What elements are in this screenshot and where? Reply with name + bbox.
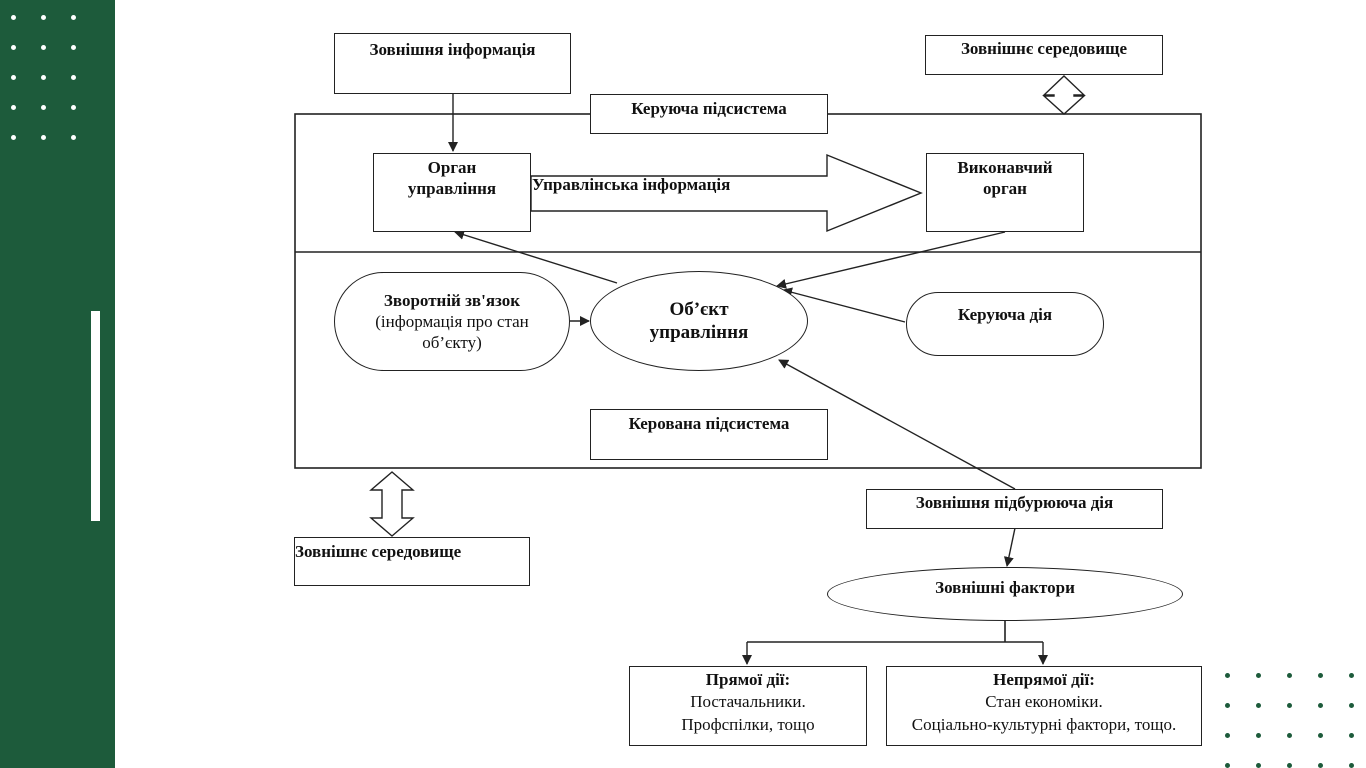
decorative-dot [1318, 703, 1323, 708]
decorative-dot [11, 15, 16, 20]
feedback-shape: Зворотній зв'язок (інформація про стан о… [334, 272, 570, 371]
arrow-object-to-control-body [454, 229, 618, 284]
decorative-dot [11, 105, 16, 110]
control-object-line-1: Об’єкт [669, 299, 729, 320]
indirect-factors-line-2: Соціально-культурні фактори, тощо. [911, 715, 1177, 734]
managed-subsystem-box: Керована підсистема [590, 409, 828, 460]
decorative-dot [41, 135, 46, 140]
decorative-dot [1318, 763, 1323, 768]
decorative-dot [11, 135, 16, 140]
external-factors-label: Зовнішні фактори [935, 578, 1075, 597]
decorative-dot [71, 75, 76, 80]
arrow-executive-to-object [776, 231, 1006, 289]
decorative-dot [1287, 673, 1292, 678]
decorative-dot [1256, 703, 1261, 708]
decorative-dot [1318, 673, 1323, 678]
decorative-dot [41, 105, 46, 110]
control-object-line-2: управління [649, 322, 749, 343]
decorative-dot [1225, 673, 1230, 678]
decorative-dot [1349, 733, 1354, 738]
decorative-dot [1256, 733, 1261, 738]
direct-factors-line-2: Профспілки, тощо [681, 715, 815, 734]
decorative-dot [1225, 733, 1230, 738]
external-info-box: Зовнішня інформація [334, 33, 571, 94]
decorative-dot [11, 75, 16, 80]
external-info-label: Зовнішня інформація [369, 40, 536, 59]
external-stimulus-label: Зовнішня підбурююча дія [915, 493, 1114, 512]
direct-factors-title: Прямої дії: [705, 670, 791, 689]
decorative-dot [1349, 763, 1354, 768]
double-arrow-top [1042, 75, 1086, 115]
control-body-line-2: управління [407, 179, 497, 198]
decorative-dot [41, 15, 46, 20]
control-body-box: Орган управління [373, 153, 531, 232]
indirect-factors-line-1: Стан економіки. [985, 692, 1103, 711]
decorative-dot [1287, 703, 1292, 708]
feedback-line-1: Зворотній зв'язок [383, 291, 521, 310]
control-action-pill: Керуюча дія [906, 292, 1104, 356]
decorative-dot [71, 105, 76, 110]
management-info-label: Управлінська інформація [532, 175, 731, 194]
decorative-dot [1318, 733, 1323, 738]
decorative-dot [1256, 673, 1261, 678]
executive-body-line-1: Виконавчий [957, 158, 1053, 177]
arrow-control-action-to-object [782, 287, 906, 323]
external-env-top-label: Зовнішнє середовище [960, 39, 1128, 58]
control-body-line-1: Орган [427, 158, 477, 177]
feedback-line-2: (інформація про стан [375, 312, 529, 331]
decorative-dot [71, 135, 76, 140]
decorative-dot [1225, 703, 1230, 708]
external-env-top-box: Зовнішнє середовище [925, 35, 1163, 75]
control-subsystem-label: Керуюча підсистема [631, 99, 787, 118]
decorative-dot [11, 45, 16, 50]
decorative-dot [1349, 673, 1354, 678]
decorative-dot [41, 75, 46, 80]
control-action-label: Керуюча дія [957, 305, 1053, 324]
external-env-bottom-label: Зовнішнє середовище [295, 542, 462, 561]
decorative-dot [71, 45, 76, 50]
external-factors-pill: Зовнішні фактори [827, 567, 1183, 621]
decorative-white-bar [91, 311, 100, 521]
indirect-factors-title: Непрямої дії: [993, 670, 1095, 689]
double-arrow-bottom [369, 471, 415, 537]
managed-subsystem-label: Керована підсистема [628, 414, 790, 433]
arrow-stimulus-to-factors [1003, 527, 1016, 567]
direct-factors-box: Прямої дії: Постачальники. Профспілки, т… [629, 666, 867, 746]
management-info-big-arrow [530, 153, 923, 233]
arrow-stimulus-to-object [778, 359, 1016, 490]
decorative-dot [1349, 703, 1354, 708]
decorative-dot [1287, 763, 1292, 768]
executive-body-box: Виконавчий орган [926, 153, 1084, 232]
decorative-dot [1287, 733, 1292, 738]
decorative-dot [71, 15, 76, 20]
direct-factors-line-1: Постачальники. [690, 692, 806, 711]
external-stimulus-box: Зовнішня підбурююча дія [866, 489, 1163, 529]
control-subsystem-box: Керуюча підсистема [590, 94, 828, 134]
feedback-line-3: об’єкту) [422, 333, 482, 352]
external-env-bottom-box: Зовнішнє середовище [294, 537, 530, 586]
decorative-dot [1256, 763, 1261, 768]
executive-body-line-2: орган [983, 179, 1027, 198]
indirect-factors-box: Непрямої дії: Стан економіки. Соціально-… [886, 666, 1202, 746]
decorative-dot [41, 45, 46, 50]
decorative-dot [1225, 763, 1230, 768]
control-object-ellipse: Об’єкт управління [590, 271, 808, 371]
